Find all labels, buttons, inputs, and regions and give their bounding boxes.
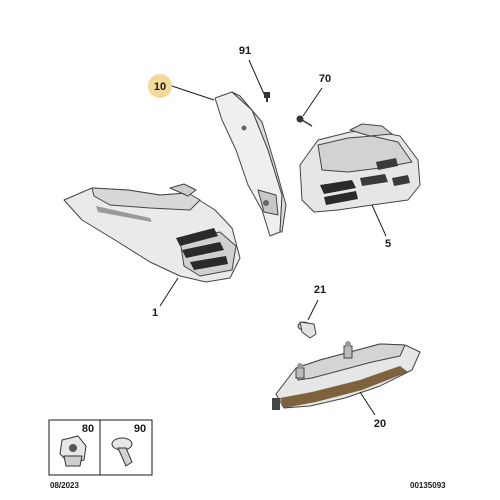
legend-label-80: 80 [82, 423, 94, 435]
screw-part-90 [111, 437, 133, 467]
footer-date: 08/2023 [50, 481, 79, 490]
callout-label-10: 10 [154, 81, 166, 93]
screw-part-91 [264, 92, 270, 102]
lamp-part-1 [63, 183, 241, 283]
fastener-legend: 80 90 [48, 419, 153, 476]
callout-10: 10 [148, 74, 172, 98]
lamp-part-5 [299, 123, 421, 213]
leader-lines [159, 59, 387, 416]
nut-part-80 [59, 435, 87, 467]
legend-label-90: 90 [134, 423, 146, 435]
footer-reference: 00135093 [410, 481, 446, 490]
callout-label-1: 1 [152, 307, 158, 319]
lamp-part-20 [272, 341, 421, 410]
callout-highlight [148, 74, 172, 98]
bracket-part-10 [214, 91, 287, 237]
callout-label-5: 5 [385, 238, 391, 250]
screw-part-70 [296, 115, 313, 127]
callout-label-21: 21 [314, 284, 326, 296]
bulb-part-21 [297, 321, 317, 339]
callout-label-20: 20 [374, 418, 386, 430]
callout-label-91: 91 [239, 45, 251, 57]
callout-label-70: 70 [319, 73, 331, 85]
